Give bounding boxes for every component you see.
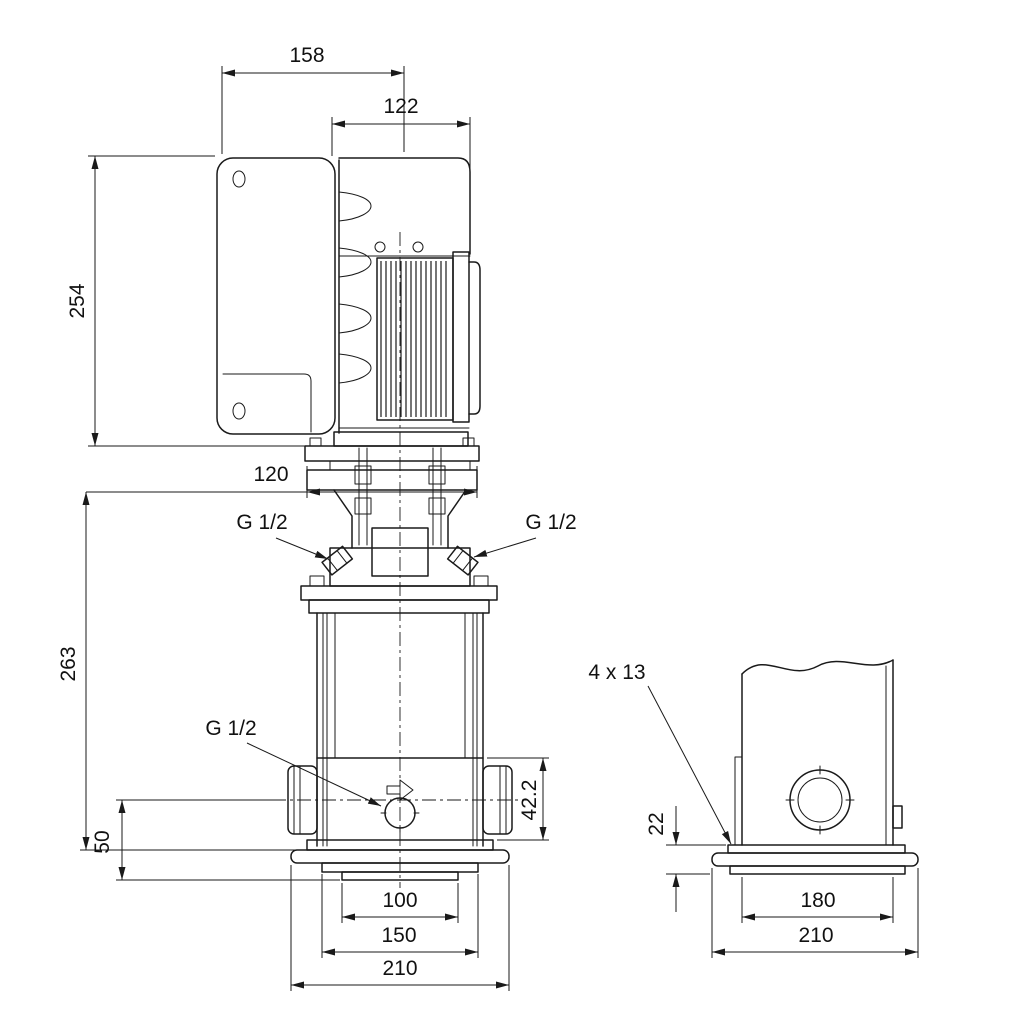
drain-port-ticks	[380, 812, 420, 833]
side-base-top-plate	[727, 844, 906, 854]
break-line-top	[741, 659, 894, 675]
dim-210-front-label: 210	[382, 957, 417, 980]
flange-step	[329, 460, 471, 471]
side-support-bracket	[734, 756, 743, 846]
dim-100-label: 100	[382, 889, 417, 912]
side-base-main-plate	[711, 852, 919, 867]
pump-head	[300, 489, 498, 614]
stay-bolts	[322, 612, 478, 847]
dim-50: 50	[91, 799, 340, 881]
staybolt-nut-left	[309, 575, 325, 587]
base-front	[290, 839, 510, 881]
dim-122-label: 122	[383, 95, 418, 118]
dim-22-label: 22	[645, 812, 668, 835]
motor-housing-top	[338, 157, 471, 255]
flange-bolt-right	[462, 437, 475, 447]
suction-port-flange	[287, 765, 318, 835]
motor-end-cap	[468, 261, 481, 415]
discharge-port-flange	[482, 765, 513, 835]
discharge-flange-face	[499, 765, 507, 835]
cover-panel-seam	[222, 373, 312, 433]
suction-flange-face	[293, 765, 301, 835]
pump-column	[287, 612, 513, 847]
hex-plug-right	[446, 545, 479, 576]
dim-180: 180	[741, 877, 894, 923]
sensor-pipes	[358, 447, 442, 546]
coupling-window	[371, 527, 429, 577]
dim-100: 100	[341, 883, 459, 923]
flange-plate-lower	[304, 445, 480, 462]
dim-150-label: 150	[381, 924, 416, 947]
dim-158-label: 158	[289, 44, 324, 67]
dim-50-label: 50	[91, 830, 114, 853]
dim-42-2-label: 42.2	[518, 780, 541, 821]
cover-screw-top	[232, 170, 246, 188]
callout-g12-drain: G 1/2	[205, 717, 382, 807]
motor-end-shield	[452, 251, 470, 423]
stool-top-plate	[306, 469, 478, 491]
cover-clip-2	[338, 247, 372, 278]
cover-clip-4	[338, 353, 372, 384]
pipe-coupling-left-2	[354, 497, 372, 515]
eyebolt-right	[412, 241, 424, 253]
side-view: 4 x 13 22 180 210	[588, 659, 919, 958]
callout-g12-top-left: G 1/2	[236, 511, 329, 560]
base-side	[711, 844, 919, 875]
dim-150: 150	[321, 874, 479, 958]
flange-plate-upper	[333, 431, 469, 447]
dim-263-label: 263	[57, 646, 80, 681]
side-tab	[892, 805, 903, 829]
cover-screw-bottom	[232, 402, 246, 420]
dim-22: 22	[645, 806, 726, 912]
head-flange-upper	[300, 585, 498, 601]
eyebolt-left	[374, 241, 386, 253]
side-port-ticks	[785, 765, 855, 835]
cover-clip-3	[338, 303, 372, 334]
motor-fins	[380, 261, 447, 417]
sleeve-walls	[334, 612, 466, 759]
dim-122: 122	[331, 95, 471, 168]
side-port-outer	[789, 769, 851, 831]
dim-180-label: 180	[800, 889, 835, 912]
dim-210-side-label: 210	[798, 924, 833, 947]
side-body-walls	[741, 659, 894, 846]
staybolt-nut-right	[473, 575, 489, 587]
dim-254-label: 254	[66, 283, 89, 318]
dim-210-front: 210	[290, 865, 510, 991]
lantern-sides	[333, 489, 467, 549]
pipe-coupling-right-2	[428, 497, 446, 515]
callout-g12-top-right: G 1/2	[473, 511, 577, 558]
g12-top-right-label: G 1/2	[525, 511, 576, 534]
head-flange-lower	[308, 599, 490, 614]
dim-263: 263	[57, 492, 295, 851]
hex-plug-left	[321, 545, 354, 576]
bolt-holes-label: 4 x 13	[588, 661, 645, 684]
pipe-coupling-right-1	[428, 465, 446, 485]
motor-assembly	[216, 157, 481, 435]
dim-120: 120	[86, 463, 478, 498]
front-view: 158 122 254 120 263 G 1/2 G	[57, 44, 577, 991]
side-port-inner	[797, 777, 843, 823]
side-body	[734, 659, 903, 846]
dim-158: 158	[221, 44, 405, 154]
callout-4x13: 4 x 13	[588, 661, 732, 845]
flow-direction-arrow-icon	[386, 779, 414, 801]
g12-top-left-label: G 1/2	[236, 511, 287, 534]
terminal-cover	[216, 157, 336, 435]
g12-drain-label: G 1/2	[205, 717, 256, 740]
pipe-coupling-left-1	[354, 465, 372, 485]
flange-bolt-left	[309, 437, 322, 447]
dim-120-label: 120	[253, 463, 288, 486]
dim-210-side: 210	[711, 868, 919, 958]
dim-42-2: 42.2	[487, 757, 549, 841]
cover-clip-1	[338, 191, 372, 222]
side-base-lower-plate	[729, 865, 906, 875]
dim-254: 254	[66, 155, 332, 447]
base-foot	[341, 871, 459, 881]
